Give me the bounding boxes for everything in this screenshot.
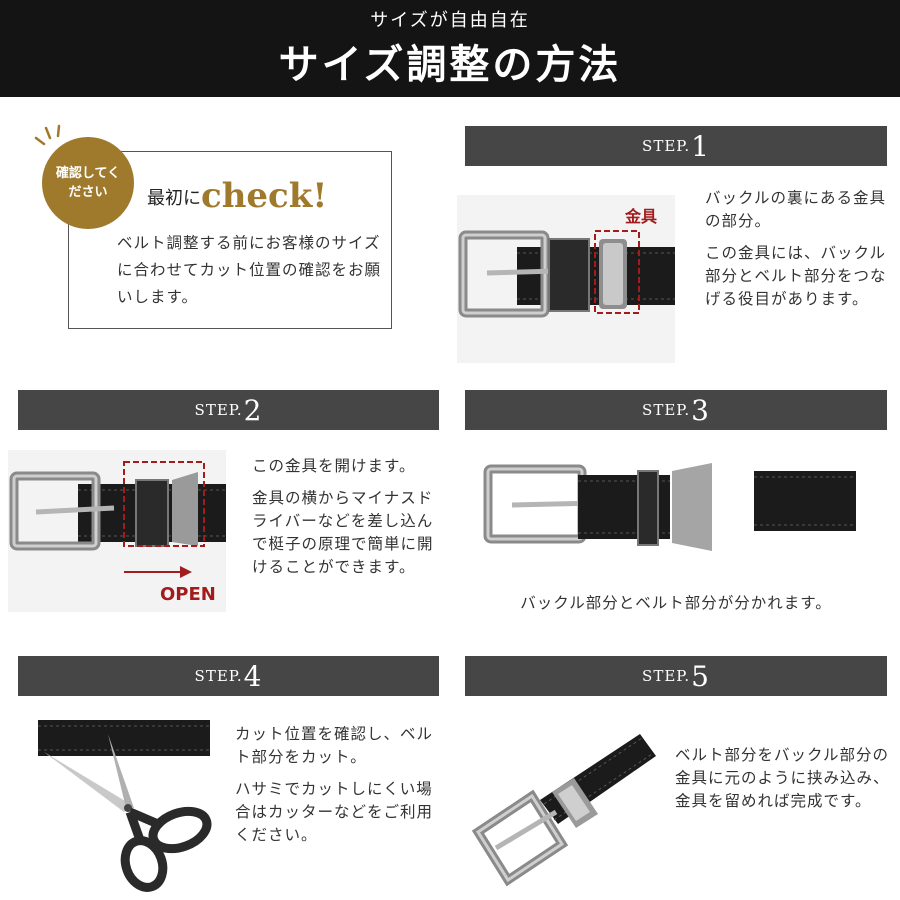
check-title-emphasis: check! (201, 176, 328, 216)
step-4-description: カット位置を確認し、ベルト部分をカット。 ハサミでカットしにくい場合はカッターな… (235, 723, 445, 856)
step-1-prefix: STEP. (642, 137, 691, 155)
step-2-number: 2 (243, 393, 263, 427)
step-4-paragraph: カット位置を確認し、ベルト部分をカット。 (235, 725, 434, 766)
step-2-open-label: OPEN (160, 584, 216, 605)
step-5-description: ベルト部分をバックル部分の金具に元のように挟み込み、金具を留めれば完成です。 (675, 744, 895, 822)
step-1-paragraph: この金具には、バックル部分とベルト部分をつなげる役目があります。 (705, 244, 887, 308)
step-2-open-photo (8, 450, 226, 612)
step-5-bar: STEP.5 (465, 656, 887, 696)
step-4-bar: STEP.4 (18, 656, 439, 696)
step-2-prefix: STEP. (194, 401, 243, 419)
step-3-number: 3 (691, 393, 710, 427)
step-2-bar: STEP.2 (18, 390, 439, 430)
confirm-badge-text: 確認してください (55, 166, 121, 200)
step-4-prefix: STEP. (194, 667, 243, 685)
step-4-number: 4 (243, 659, 263, 693)
step-3-bar: STEP.3 (465, 390, 887, 430)
step-1-paragraph: バックルの裏にある金具の部分。 (705, 189, 887, 230)
step-2-description: この金具を開けます。 金具の横からマイナスドライバーなどを差し込んで梃子の原理で… (252, 455, 447, 588)
step-2-paragraph: この金具を開けます。 (252, 457, 416, 475)
attention-rays-icon (34, 124, 61, 146)
step-3-paragraph: バックル部分とベルト部分が分かれます。 (520, 594, 832, 612)
step-5-number: 5 (691, 659, 710, 693)
step-3-description: バックル部分とベルト部分が分かれます。 (465, 592, 887, 624)
step-3-prefix: STEP. (642, 401, 691, 419)
check-body-text: ベルト調整する前にお客様のサイズに合わせてカット位置の確認をお願いします。 (117, 234, 382, 306)
step-3-separated-photo (478, 455, 878, 565)
step-1-number: 1 (691, 129, 710, 163)
check-title-prefix: 最初に (147, 188, 201, 209)
header-subtitle: サイズが自由自在 (370, 10, 530, 31)
step-1-bar: STEP.1 (465, 126, 887, 166)
step-4-paragraph: ハサミでカットしにくい場合はカッターなどをご利用ください。 (235, 780, 434, 844)
header-banner (0, 0, 900, 97)
step-1-buckle-photo (457, 195, 675, 363)
confirm-badge: 確認してください (42, 137, 134, 229)
step-5-paragraph: ベルト部分をバックル部分の金具に元のように挟み込み、金具を留めれば完成です。 (675, 746, 890, 810)
check-title: 最初にcheck! (147, 176, 327, 216)
step-5-prefix: STEP. (642, 667, 691, 685)
header-title: サイズ調整の方法 (278, 41, 622, 88)
step-4-scissors-photo (30, 712, 220, 894)
step-2-paragraph: 金具の横からマイナスドライバーなどを差し込んで梃子の原理で簡単に開けることができ… (252, 489, 434, 576)
step-1-fitting-label: 金具 (625, 207, 658, 226)
step-5-assembled-photo (470, 720, 660, 890)
step-1-description: バックルの裏にある金具の部分。 この金具には、バックル部分とベルト部分をつなげる… (705, 187, 895, 320)
